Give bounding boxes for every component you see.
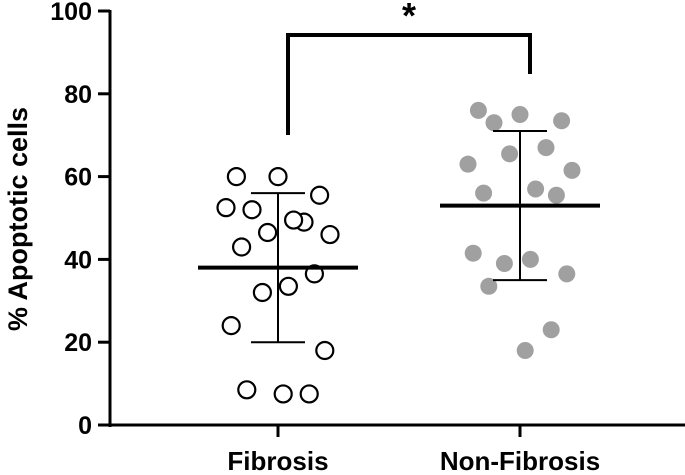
y-tick-label: 80 bbox=[64, 81, 92, 109]
data-point bbox=[547, 186, 565, 204]
data-point bbox=[516, 341, 534, 359]
data-point bbox=[258, 222, 278, 243]
y-axis-title: % Apoptotic cells bbox=[3, 107, 33, 331]
data-point bbox=[310, 185, 330, 205]
x-tick-label: Fibrosis bbox=[227, 446, 328, 475]
data-point bbox=[459, 155, 477, 173]
data-point bbox=[495, 255, 513, 273]
x-tick-label: Non-Fibrosis bbox=[440, 446, 600, 475]
data-point bbox=[563, 161, 581, 179]
significance-label: * bbox=[402, 0, 416, 36]
y-tick-label: 0 bbox=[78, 412, 92, 440]
significance-bracket bbox=[286, 33, 532, 135]
data-point bbox=[273, 384, 293, 404]
data-point bbox=[480, 277, 498, 295]
data-point bbox=[252, 282, 272, 303]
data-point bbox=[542, 321, 560, 339]
y-tick-label: 60 bbox=[64, 164, 92, 192]
data-point bbox=[511, 106, 529, 123]
data-point bbox=[521, 250, 539, 268]
data-point bbox=[284, 210, 304, 230]
data-point bbox=[475, 184, 493, 202]
data-point bbox=[537, 139, 555, 157]
data-point bbox=[216, 198, 236, 218]
data-point bbox=[464, 244, 482, 262]
y-tick-label: 20 bbox=[64, 329, 92, 357]
data-point bbox=[221, 316, 241, 336]
data-point bbox=[268, 167, 288, 187]
data-point bbox=[320, 224, 340, 245]
data-point bbox=[558, 265, 576, 283]
y-tick-label: 100 bbox=[50, 0, 92, 26]
data-point bbox=[315, 340, 335, 361]
data-point bbox=[501, 145, 519, 163]
data-point bbox=[242, 200, 262, 220]
data-point bbox=[226, 167, 246, 187]
data-point bbox=[237, 380, 257, 400]
data-point bbox=[527, 180, 545, 198]
data-point bbox=[232, 237, 252, 257]
data-point bbox=[299, 384, 319, 404]
data-point bbox=[485, 114, 503, 132]
data-point bbox=[553, 112, 571, 130]
chart-marks: * bbox=[198, 0, 600, 404]
y-tick-label: 40 bbox=[64, 246, 92, 274]
data-point bbox=[278, 276, 298, 296]
data-point bbox=[469, 101, 487, 119]
